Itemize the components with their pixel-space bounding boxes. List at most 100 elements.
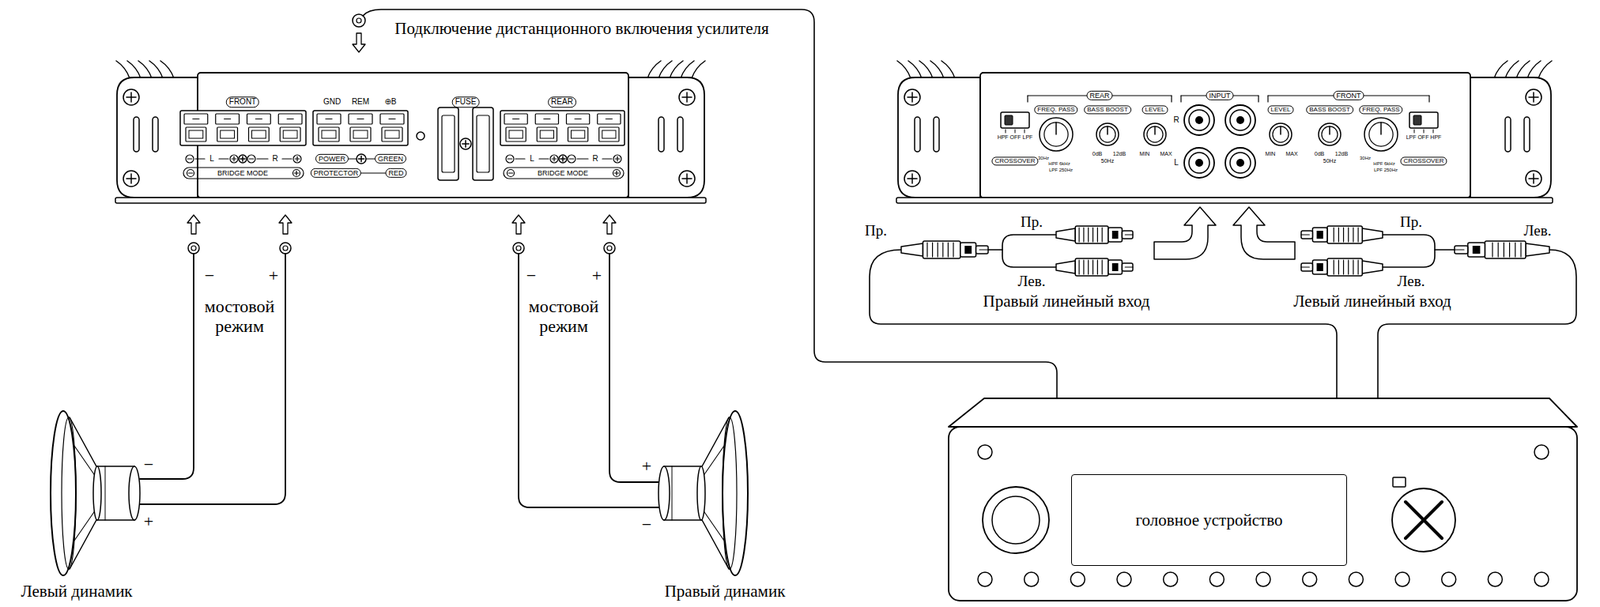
- terminal-clamp: [535, 113, 559, 125]
- node-label: головное устройство: [1135, 510, 1283, 530]
- plug-rib: [1333, 227, 1335, 242]
- plus-symbol: [613, 169, 621, 178]
- heatsink-fin: [658, 60, 672, 79]
- speaker-figure: Правый динамик: [649, 404, 800, 604]
- plug-marking: [1316, 263, 1324, 272]
- speaker-rim: [722, 417, 737, 570]
- plug-rib: [1333, 260, 1335, 275]
- screw-slot: [686, 173, 688, 184]
- vent-slot: [133, 116, 140, 152]
- terminal-clamp: [543, 118, 551, 120]
- heatsink-fin: [1494, 60, 1508, 79]
- caption-text: мостовой режим: [196, 296, 284, 337]
- terminal-opening: [279, 127, 301, 142]
- fuse-holder: [472, 107, 494, 181]
- screw: [460, 138, 472, 150]
- panel-marking: MAX: [1159, 150, 1172, 158]
- plug-rib: [1357, 260, 1359, 275]
- dash: [358, 172, 386, 174]
- panel-marking: FREQ. PASS: [1358, 105, 1403, 114]
- terminal-clamp: [605, 118, 612, 120]
- plug-collar: [1312, 260, 1328, 275]
- heatsink-fin: [941, 60, 955, 79]
- plug-rib: [1343, 260, 1344, 275]
- terminal-opening: [318, 127, 340, 142]
- heatsink-fin: [127, 60, 141, 79]
- panel-marking: LPF OFF HPF: [1406, 134, 1442, 141]
- plug-shell: [976, 245, 989, 254]
- plug-rib: [942, 242, 944, 257]
- heatsink-fin: [149, 60, 163, 79]
- terminal-opening: [353, 130, 368, 139]
- caption-text: −: [204, 265, 215, 286]
- rca-jack: [1230, 109, 1251, 131]
- panel-button: [1534, 572, 1549, 587]
- plug-rib: [1498, 242, 1499, 257]
- heatsink-fin: [647, 60, 661, 79]
- plug-rib: [1357, 227, 1359, 242]
- terminal-clamp: [348, 113, 373, 125]
- plug-marking: [1472, 245, 1481, 254]
- vent-slot: [658, 116, 665, 152]
- panel-marking: FUSE: [452, 96, 480, 108]
- heatsink-fin: [138, 60, 152, 79]
- terminal-block: [180, 110, 306, 146]
- plug-rib: [1083, 227, 1084, 242]
- section-line: [1267, 95, 1268, 102]
- panel-marking: BASS BOOST: [1305, 105, 1354, 114]
- navigation-cross: [1405, 501, 1442, 539]
- amplifier-end-cap: [628, 77, 705, 198]
- terminal-opening: [321, 130, 336, 139]
- minus-symbol: [507, 158, 513, 159]
- screw-slot: [130, 173, 133, 184]
- amplifier-end-cap: [1470, 77, 1551, 198]
- heatsink-fin: [897, 60, 911, 79]
- plug-rib: [1101, 260, 1103, 275]
- panel-marking: HPF 6kHz: [1048, 161, 1070, 167]
- screw: [904, 89, 921, 106]
- terminal-opening: [602, 130, 616, 139]
- fuse-holder: [437, 107, 459, 181]
- plus-symbol: [230, 154, 238, 163]
- screw-slot: [1532, 173, 1535, 184]
- plus-symbol: [296, 156, 298, 162]
- terminal-opening: [568, 127, 589, 142]
- rca-jack: [1225, 147, 1256, 178]
- plug-marking: [1112, 263, 1119, 272]
- heatsink-fin: [1505, 60, 1519, 79]
- panel-marking: 0dB: [1314, 150, 1325, 158]
- knob-pointer: [1279, 126, 1282, 135]
- node-label: Левый динамик: [20, 581, 133, 601]
- plug-collar: [1108, 227, 1122, 242]
- panel-marking: BASS BOOST: [1083, 105, 1132, 114]
- control-knob: [1039, 117, 1073, 151]
- plug-rib: [1352, 227, 1354, 242]
- panel-button: [1534, 445, 1549, 460]
- plug-rib: [937, 242, 939, 257]
- section-line: [1170, 95, 1172, 102]
- panel-marking: 12dB: [1335, 150, 1348, 158]
- panel-marking: 30Hz: [1037, 155, 1050, 162]
- panel-marking: FREQ. PASS: [1033, 105, 1078, 114]
- panel-marking: FRONT: [1333, 90, 1365, 101]
- plug-shell: [1121, 263, 1133, 272]
- screw-slot: [686, 92, 688, 102]
- rca-jack: [1225, 105, 1256, 136]
- panel-marking: HPF OFF LPF: [997, 134, 1034, 141]
- screw: [1525, 89, 1542, 106]
- speaker-wire: [518, 253, 659, 508]
- plug-pin: [979, 249, 989, 250]
- terminal-opening: [539, 130, 554, 139]
- switch-tick: [1015, 129, 1016, 133]
- plug-rib: [1352, 260, 1354, 275]
- control-knob: [1269, 123, 1292, 146]
- fuse-holder: [476, 115, 490, 173]
- dash: [577, 158, 589, 159]
- display-screen: головное устройство: [1071, 474, 1348, 567]
- screw: [679, 170, 695, 187]
- screw: [123, 170, 140, 187]
- panel-marking: HPF 6kHz: [1373, 161, 1395, 167]
- amplifier-base: [115, 197, 706, 204]
- panel-button: [1348, 572, 1363, 587]
- panel-marking: LEVEL: [1142, 105, 1169, 114]
